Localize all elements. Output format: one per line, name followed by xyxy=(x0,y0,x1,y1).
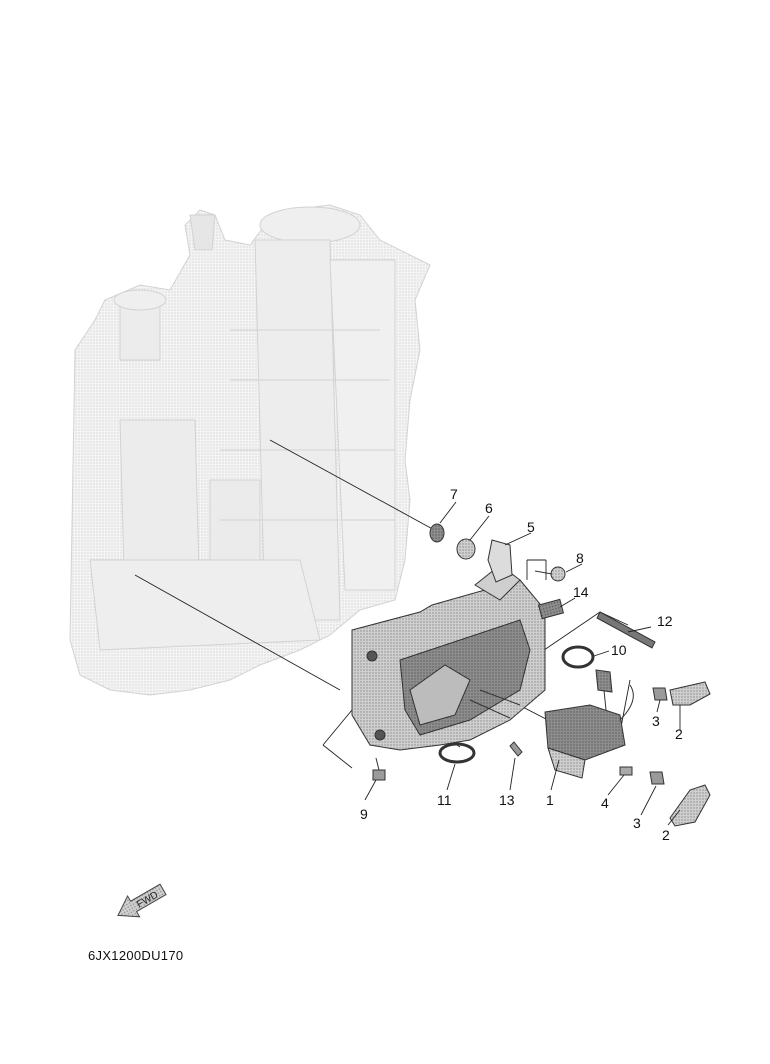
small-parts xyxy=(372,523,711,827)
callout-6: 6 xyxy=(485,500,493,516)
drawing-code: 6JX1200DU170 xyxy=(88,948,184,963)
callout-12: 12 xyxy=(657,613,673,629)
callout-13: 13 xyxy=(499,792,515,808)
callout-4-shown: 4 xyxy=(601,795,609,811)
callout-9: 9 xyxy=(360,806,368,822)
callout-10: 10 xyxy=(611,642,627,658)
callout-14: 14 xyxy=(573,584,589,600)
fwd-label: FWD xyxy=(135,890,160,911)
callout-3b: 3 xyxy=(633,815,641,831)
callout-2b: 2 xyxy=(662,827,670,843)
callout-3a: 3 xyxy=(652,713,660,729)
callout-2a: 2 xyxy=(675,726,683,742)
callout-5: 5 xyxy=(527,519,535,535)
callout-11: 11 xyxy=(437,792,452,808)
fwd-arrow-icon: FWD xyxy=(117,883,167,918)
callout-leaders xyxy=(364,501,681,826)
callout-7: 7 xyxy=(450,486,458,502)
callout-1: 1 xyxy=(546,792,554,808)
electrical-bracket xyxy=(351,564,546,751)
callout-8: 8 xyxy=(576,550,584,566)
callout-numbers: 7 6 5 8 14 12 10 3 2 1 5 4 4 4 4 4 4 4 4… xyxy=(360,486,683,843)
engine-block-ghost xyxy=(69,204,431,696)
